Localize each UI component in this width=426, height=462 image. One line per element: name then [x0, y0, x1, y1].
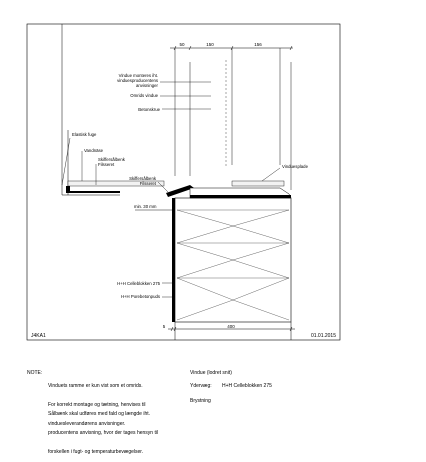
- label-window-mounting-2: vindues­producentens: [117, 78, 158, 83]
- dimension-top-156: 156: [254, 42, 262, 47]
- notes-para1-line2: For korrekt montage og tætning, henvises…: [48, 402, 146, 409]
- notes-para1-line3: vinduesleverandørens anvisninger.: [48, 421, 126, 428]
- left-sill-detail: [66, 186, 120, 193]
- dimension-top-50: 50: [179, 42, 185, 47]
- label-celblock: H+H Celleblokken 275: [117, 281, 160, 286]
- leader-lines: [61, 81, 281, 298]
- notes-para1: Vinduets ramme er kun vist som et omrids…: [48, 370, 146, 434]
- label-window-mounting-3: anvisninger: [136, 83, 159, 88]
- notes-right-wall-value: H+H Celleblokken 275: [222, 383, 272, 389]
- label-drip-edge: Vandnäse: [84, 148, 104, 153]
- notes-para2-line1: Sålbænk skal udføres med fald og længde …: [48, 410, 150, 417]
- notes-heading: NOTE:: [27, 370, 43, 376]
- notes-para2: Sålbænk skal udføres med fald og længde …: [48, 398, 158, 462]
- porebeton-plaster: [172, 198, 175, 322]
- dimension-bottom-5: 5: [163, 324, 166, 329]
- label-window-sill: Vindues­plade: [282, 164, 309, 169]
- left-wall: [61, 24, 120, 196]
- left-window-sill: [67, 180, 165, 187]
- drawing-frame: [26, 23, 341, 341]
- notes-right-type: Brystning: [190, 398, 211, 404]
- label-concrete-screw: Betonskrue: [138, 107, 160, 112]
- label-slate-felt-left-2: Filsseret: [98, 162, 115, 167]
- notes-right-wall-label: Ydervæg:: [190, 383, 212, 389]
- label-min-30: min. 30 mm: [134, 204, 157, 209]
- drawing-code: J4KA1: [31, 333, 46, 339]
- window-frame-lines: [174, 48, 292, 190]
- window-frame-bar: [190, 195, 291, 198]
- bottom-dimension-line: [168, 326, 295, 332]
- label-slate-felt-left-1: Skifferså­lbenk: [98, 157, 126, 162]
- notes-para2-line2: producentens anvisning, hvor der tages h…: [48, 430, 159, 437]
- drawing-date: 01.01.2015: [311, 333, 336, 339]
- label-slate-felt-mid-1: Skifferså­lbenk: [129, 176, 157, 181]
- notes-para1-line1: Vinduets ramme er kun vist som et omrids…: [48, 382, 143, 389]
- section-drawing: 50 150 156: [26, 23, 341, 341]
- label-slate-felt-mid-2: Filsseret: [140, 181, 157, 186]
- window-sill-plate: [231, 180, 285, 187]
- notes-right-title: Vindue (lodret snit): [190, 370, 232, 376]
- label-porebeton: H+H Porebetonpuds: [121, 294, 160, 299]
- dimension-top-150: 150: [206, 42, 214, 47]
- slate-sill: [166, 185, 194, 197]
- dimension-bottom-400: 400: [227, 324, 235, 329]
- label-window-outline: Omrids vindue: [130, 93, 158, 98]
- celblock-hatch: [176, 209, 290, 321]
- notes-para2-line3: forskellen i fugt- og temperaturbevægels…: [48, 449, 144, 456]
- label-elastic-joint: Elastisk fuge: [72, 132, 97, 137]
- top-dimension-line: [170, 45, 293, 51]
- label-window-mounting-1: Vindue monteres iht.: [119, 73, 158, 78]
